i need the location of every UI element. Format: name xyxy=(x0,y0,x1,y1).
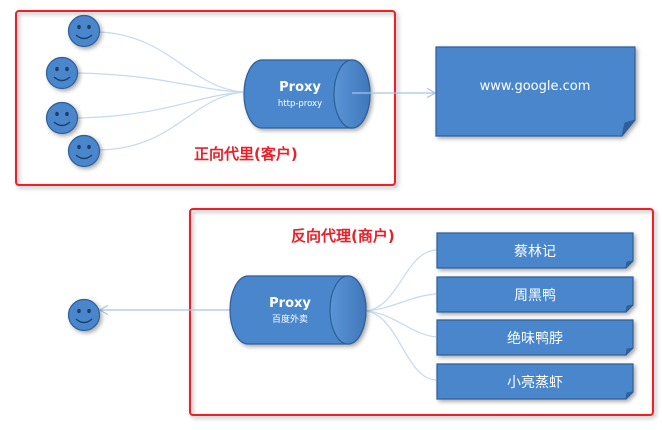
forward-client-2-icon xyxy=(45,56,79,90)
reverse-proxy-sub: 百度外卖 xyxy=(272,313,308,325)
forward-proxy-frame xyxy=(15,10,396,186)
reverse-connectors xyxy=(366,249,437,381)
merchant-box-2 xyxy=(436,276,634,313)
merchant-label-4: 小亮蒸虾 xyxy=(507,374,563,391)
reverse-proxy-cylinder xyxy=(229,275,367,345)
forward-proxy-name: Proxy xyxy=(279,80,321,95)
forward-client-1-icon xyxy=(67,14,101,48)
merchant-box-4 xyxy=(436,363,634,400)
target-site-label: www.google.com xyxy=(480,79,591,94)
merchant-label-1: 蔡林记 xyxy=(514,244,556,260)
forward-proxy-title: 正向代里(客户) xyxy=(194,145,298,163)
forward-client-4-icon xyxy=(67,134,101,168)
merchant-box-1 xyxy=(436,232,634,269)
merchant-label-3: 绝味鸭脖 xyxy=(507,331,563,347)
forward-proxy-sub: http-proxy xyxy=(278,99,322,109)
merchant-box-3 xyxy=(436,319,634,356)
reverse-proxy-title: 反向代理(商户) xyxy=(291,227,395,245)
reverse-client-icon xyxy=(67,298,101,332)
reverse-proxy-name: Proxy xyxy=(269,296,311,311)
reverse-proxy-frame xyxy=(189,208,654,416)
forward-client-3-icon xyxy=(45,101,79,135)
forward-connectors xyxy=(77,31,244,151)
target-site-box xyxy=(435,46,636,137)
merchant-label-2: 周黑鸭 xyxy=(514,288,556,304)
forward-proxy-cylinder xyxy=(243,59,371,129)
